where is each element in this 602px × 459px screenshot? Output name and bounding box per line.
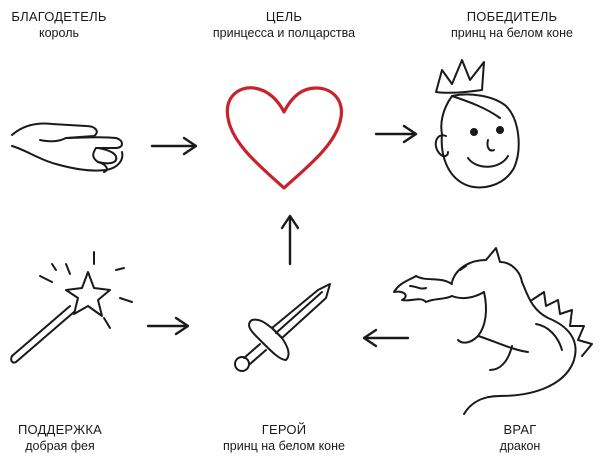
- arrow-hero-to-goal: [282, 216, 298, 264]
- sword-icon: [235, 284, 330, 371]
- arrow-goal-to-winner: [376, 126, 416, 142]
- arrow-support-to-hero: [148, 318, 188, 334]
- magic-wand-icon: [11, 252, 132, 363]
- dragon-icon: [394, 248, 592, 414]
- giving-hand-icon: [12, 123, 122, 172]
- heart-icon: [227, 88, 341, 188]
- prince-face-icon: [436, 60, 519, 187]
- arrow-benefactor-to-goal: [152, 138, 196, 154]
- arrows: [148, 126, 416, 346]
- arrow-enemy-to-hero: [364, 330, 408, 346]
